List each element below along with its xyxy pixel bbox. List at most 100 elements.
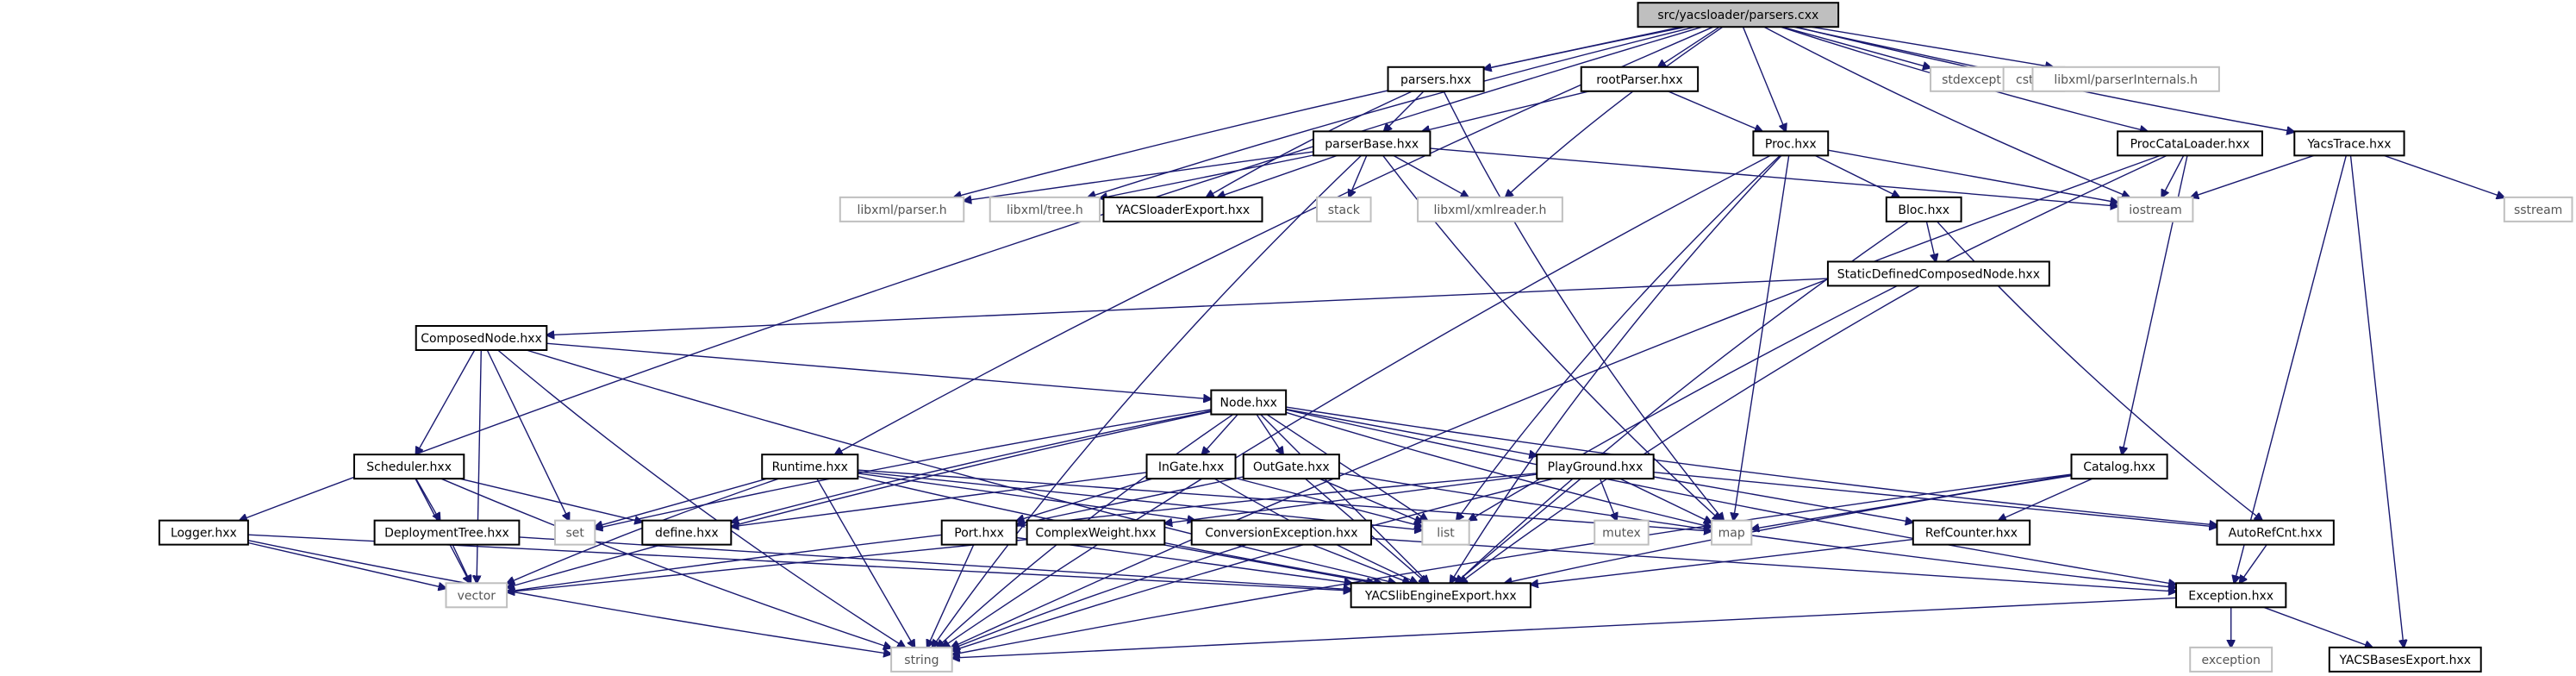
node-node-hxx[interactable]: Node.hxx bbox=[1210, 389, 1288, 416]
node-box[interactable] bbox=[1912, 519, 2031, 546]
node-box[interactable] bbox=[1826, 260, 2050, 287]
node-box[interactable] bbox=[1316, 196, 1372, 222]
node-box[interactable] bbox=[1580, 66, 1700, 92]
edge-parsers_cxx-to-parserinternals_h bbox=[1811, 26, 2053, 67]
node-exception[interactable]: exception bbox=[2189, 646, 2273, 673]
node-parserbase-hxx[interactable]: parserBase.hxx bbox=[1313, 130, 1431, 157]
node-sdcn-hxx[interactable]: StaticDefinedComposedNode.hxx bbox=[1826, 260, 2050, 287]
node-box[interactable] bbox=[2503, 196, 2573, 222]
node-box[interactable] bbox=[1594, 519, 1650, 546]
edge-proccataloader_hxx-to-iostream bbox=[2161, 155, 2185, 197]
node-box[interactable] bbox=[2216, 519, 2335, 546]
node-yacsloaderexport-hxx[interactable]: YACSloaderExport.hxx bbox=[1102, 196, 1263, 222]
node-box[interactable] bbox=[415, 325, 548, 351]
node-box[interactable] bbox=[989, 196, 1101, 222]
node-box[interactable] bbox=[158, 519, 249, 546]
node-xmlreader-h[interactable]: libxml/xmlreader.h bbox=[1417, 196, 1563, 222]
node-deploymenttree-hxx[interactable]: DeploymentTree.hxx bbox=[373, 519, 521, 546]
node-libxml-tree-h[interactable]: libxml/tree.h bbox=[989, 196, 1101, 222]
node-refcounter-hxx[interactable]: RefCounter.hxx bbox=[1912, 519, 2031, 546]
node-yacsbasesexport-hxx[interactable]: YACSBasesExport.hxx bbox=[2328, 646, 2482, 673]
node-ingate-hxx[interactable]: InGate.hxx bbox=[1145, 454, 1237, 480]
node-autorefcnt-hxx[interactable]: AutoRefCnt.hxx bbox=[2216, 519, 2335, 546]
node-set[interactable]: set bbox=[554, 519, 596, 546]
node-box[interactable] bbox=[1417, 196, 1563, 222]
node-box[interactable] bbox=[1885, 196, 1962, 222]
node-label: Proc.hxx bbox=[1765, 137, 1817, 151]
node-logger-hxx[interactable]: Logger.hxx bbox=[158, 519, 249, 546]
node-runtime-hxx[interactable]: Runtime.hxx bbox=[761, 454, 859, 480]
node-box[interactable] bbox=[1102, 196, 1263, 222]
node-yacstrace-hxx[interactable]: YacsTrace.hxx bbox=[2293, 130, 2405, 157]
node-label: Node.hxx bbox=[1220, 397, 1277, 410]
node-box[interactable] bbox=[554, 519, 596, 546]
node-box[interactable] bbox=[1190, 519, 1373, 546]
node-list[interactable]: list bbox=[1421, 519, 1470, 546]
edge-proc_hxx-to-bloc_hxx bbox=[1814, 154, 1899, 197]
node-composednode-hxx[interactable]: ComposedNode.hxx bbox=[415, 325, 548, 351]
nodes-layer: src/yacsloader/parsers.cxx parsers.hxx roo… bbox=[158, 2, 2573, 673]
node-string[interactable]: string bbox=[890, 646, 953, 673]
node-complexweight-hxx[interactable]: ComplexWeight.hxx bbox=[1026, 519, 1166, 546]
node-box[interactable] bbox=[2189, 646, 2273, 673]
node-proc-hxx[interactable]: Proc.hxx bbox=[1752, 130, 1830, 157]
node-scheduler-hxx[interactable]: Scheduler.hxx bbox=[353, 454, 465, 480]
node-box[interactable] bbox=[890, 646, 953, 673]
node-stack[interactable]: stack bbox=[1316, 196, 1372, 222]
node-outgate-hxx[interactable]: OutGate.hxx bbox=[1242, 454, 1340, 480]
node-box[interactable] bbox=[1210, 389, 1288, 416]
node-box[interactable] bbox=[445, 582, 508, 609]
node-box[interactable] bbox=[373, 519, 521, 546]
node-box[interactable] bbox=[761, 454, 859, 480]
node-vector[interactable]: vector bbox=[445, 582, 508, 609]
node-box[interactable] bbox=[1711, 519, 1753, 546]
node-box[interactable] bbox=[1145, 454, 1237, 480]
node-box[interactable] bbox=[940, 519, 1018, 546]
node-port-hxx[interactable]: Port.hxx bbox=[940, 519, 1018, 546]
node-exception-hxx[interactable]: Exception.hxx bbox=[2175, 582, 2287, 609]
node-box[interactable] bbox=[1752, 130, 1830, 157]
node-box[interactable] bbox=[2117, 130, 2263, 157]
node-playground-hxx[interactable]: PlayGround.hxx bbox=[1536, 454, 1655, 480]
node-box[interactable] bbox=[1637, 2, 1840, 28]
node-box[interactable] bbox=[1350, 582, 1531, 609]
node-box[interactable] bbox=[1313, 130, 1431, 157]
node-rootparser-hxx[interactable]: rootParser.hxx bbox=[1580, 66, 1700, 92]
node-map[interactable]: map bbox=[1711, 519, 1753, 546]
node-box[interactable] bbox=[2070, 454, 2168, 480]
edge-proc_hxx-to-string bbox=[942, 154, 1771, 648]
node-conversionexception-hxx[interactable]: ConversionException.hxx bbox=[1190, 519, 1373, 546]
node-box[interactable] bbox=[1026, 519, 1166, 546]
node-stdexcept[interactable]: stdexcept bbox=[1930, 66, 2013, 92]
node-box[interactable] bbox=[1242, 454, 1340, 480]
node-proccataloader-hxx[interactable]: ProcCataLoader.hxx bbox=[2117, 130, 2263, 157]
node-box[interactable] bbox=[2031, 66, 2220, 92]
node-parserinternals-h[interactable]: libxml/parserInternals.h bbox=[2031, 66, 2220, 92]
node-catalog-hxx[interactable]: Catalog.hxx bbox=[2070, 454, 2168, 480]
node-label: OutGate.hxx bbox=[1253, 460, 1330, 474]
node-iostream[interactable]: iostream bbox=[2117, 196, 2194, 222]
node-box[interactable] bbox=[2293, 130, 2405, 157]
node-label: DeploymentTree.hxx bbox=[384, 527, 509, 541]
node-parsers-hxx[interactable]: parsers.hxx bbox=[1387, 66, 1485, 92]
node-box[interactable] bbox=[839, 196, 965, 222]
node-define-hxx[interactable]: define.hxx bbox=[641, 519, 733, 546]
node-yacslibengineexport-hxx[interactable]: YACSlibEngineExport.hxx bbox=[1350, 582, 1531, 609]
node-libxml-parser-h[interactable]: libxml/parser.h bbox=[839, 196, 965, 222]
node-box[interactable] bbox=[1536, 454, 1655, 480]
edge-parsers_cxx-to-iostream bbox=[1763, 26, 2130, 197]
node-mutex[interactable]: mutex bbox=[1594, 519, 1650, 546]
edge-playground_hxx-to-map bbox=[1619, 478, 1712, 523]
node-sstream[interactable]: sstream bbox=[2503, 196, 2573, 222]
node-box[interactable] bbox=[1387, 66, 1485, 92]
node-box[interactable] bbox=[1930, 66, 2013, 92]
node-label: define.hxx bbox=[655, 527, 719, 541]
node-parsers-cxx[interactable]: src/yacsloader/parsers.cxx bbox=[1637, 2, 1840, 28]
node-box[interactable] bbox=[2175, 582, 2287, 609]
node-box[interactable] bbox=[1421, 519, 1470, 546]
node-box[interactable] bbox=[2328, 646, 2482, 673]
node-box[interactable] bbox=[353, 454, 465, 480]
node-box[interactable] bbox=[641, 519, 733, 546]
node-box[interactable] bbox=[2117, 196, 2194, 222]
node-bloc-hxx[interactable]: Bloc.hxx bbox=[1885, 196, 1962, 222]
